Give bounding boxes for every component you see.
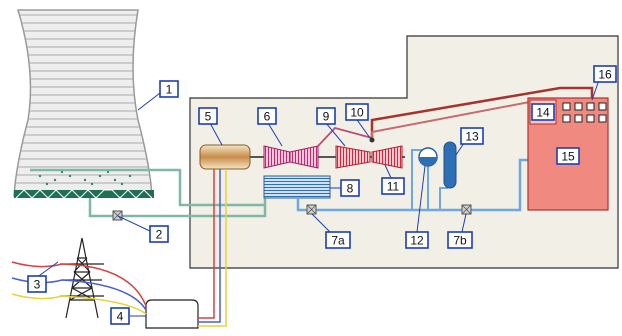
svg-text:10: 10	[350, 106, 364, 120]
label-13: 13	[460, 127, 484, 145]
label-2: 2	[149, 225, 169, 243]
power-line-yellow	[11, 293, 147, 315]
transformer	[145, 299, 199, 329]
svg-text:7a: 7a	[331, 234, 345, 248]
generator	[199, 144, 251, 170]
cooling-tower	[13, 9, 153, 197]
label-7b: 7b	[447, 231, 473, 249]
label-14: 14	[531, 103, 555, 121]
label-3: 3	[27, 275, 47, 293]
label-7a: 7a	[325, 231, 351, 249]
label-10: 10	[345, 103, 369, 121]
svg-text:6: 6	[264, 110, 271, 124]
low-pressure-turbine	[371, 145, 403, 169]
svg-text:15: 15	[561, 150, 575, 164]
svg-text:14: 14	[536, 106, 550, 120]
label-5: 5	[198, 107, 218, 125]
condenser	[263, 175, 331, 199]
cooling-water-supply-pipe	[88, 190, 267, 218]
svg-text:12: 12	[410, 234, 424, 248]
cooling-tower-spray	[38, 170, 132, 186]
cross-over-pipe	[317, 126, 373, 147]
label-6: 6	[257, 107, 277, 125]
svg-text:2: 2	[156, 228, 163, 242]
svg-text:11: 11	[387, 180, 400, 194]
label-11: 11	[381, 177, 405, 195]
svg-text:16: 16	[598, 68, 612, 82]
svg-text:7b: 7b	[453, 234, 467, 248]
feed-water-heater	[443, 141, 457, 189]
intermediate-pressure-turbine	[335, 145, 371, 169]
svg-text:4: 4	[117, 310, 124, 324]
svg-text:9: 9	[323, 110, 330, 124]
steam-valve	[369, 137, 375, 143]
svg-text:8: 8	[347, 182, 354, 196]
cooling-tower-supports	[15, 189, 153, 199]
cooling-water-return-pipe	[30, 168, 265, 207]
main-steam-pipe	[370, 86, 594, 140]
transmission-pylon	[60, 237, 104, 319]
label-8: 8	[340, 179, 360, 197]
label-9: 9	[316, 107, 336, 125]
label-1: 1	[159, 80, 179, 98]
label-12: 12	[405, 231, 429, 249]
svg-text:1: 1	[166, 83, 173, 97]
label-4: 4	[110, 307, 130, 325]
boiler-burners	[562, 102, 607, 123]
svg-text:13: 13	[465, 130, 479, 144]
feed-water-pipe	[296, 158, 528, 212]
feed-water-riser-2	[439, 187, 448, 210]
feed-water-riser-1	[411, 149, 425, 210]
svg-text:5: 5	[205, 110, 212, 124]
label-16: 16	[593, 65, 617, 83]
high-pressure-turbine	[263, 145, 319, 169]
svg-text:3: 3	[34, 278, 41, 292]
label-15: 15	[556, 147, 580, 165]
power-line-red	[11, 261, 147, 307]
